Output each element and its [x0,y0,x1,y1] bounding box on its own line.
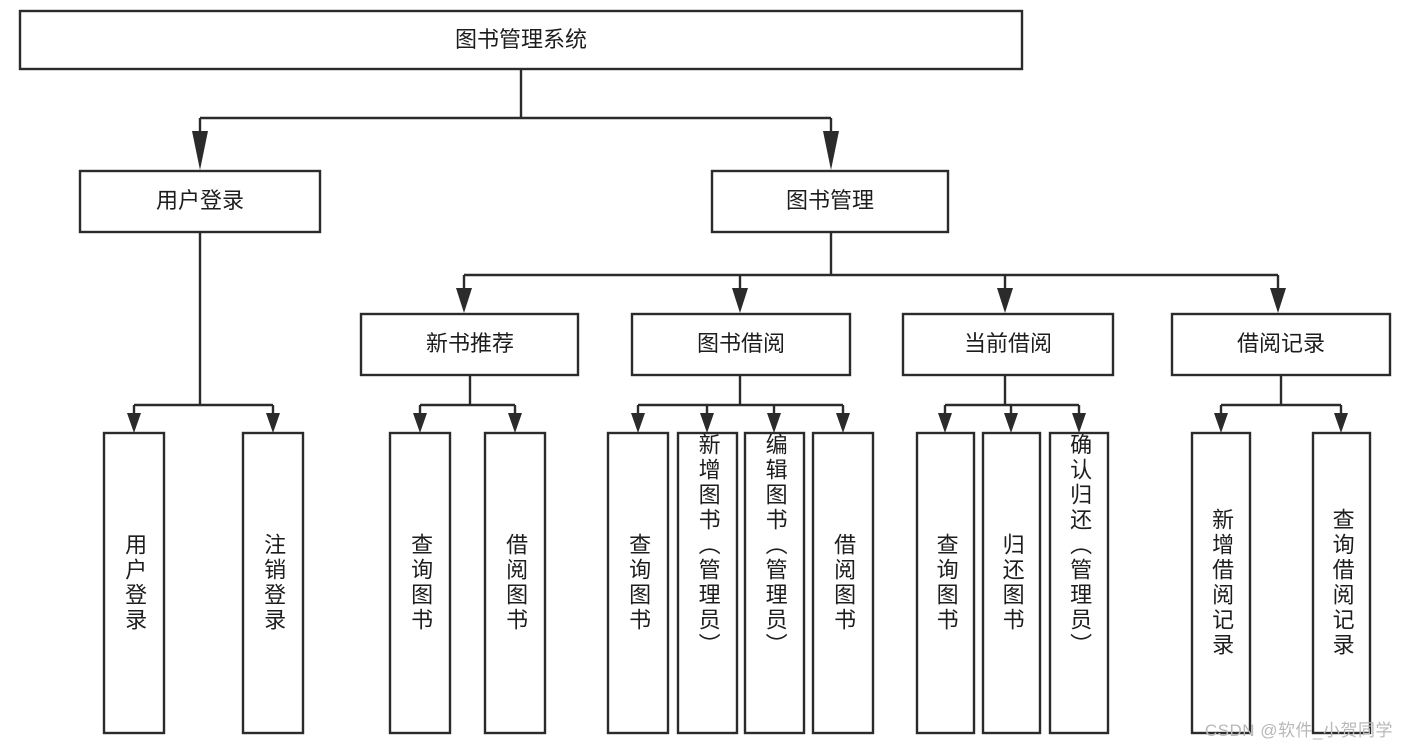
leaf-box-edit-book[interactable] [743,431,806,735]
arrow-head-leaf-query-book-3 [938,413,952,433]
arrow-head-leaf-user-login [127,413,141,433]
node-book-management[interactable]: 图书管理 [710,169,950,234]
node-root-system[interactable]: 图书管理系统 [18,9,1024,71]
connector-layer [127,69,1348,433]
arrow-head-leaf-add-book [700,413,714,433]
leaf-box-query-book-3[interactable] [915,431,976,735]
arrow-head-leaf-logout [266,413,280,433]
leaf-box-borrow-book-2[interactable] [811,431,875,735]
leaf-box-add-record[interactable] [1190,431,1252,735]
arrow-head-user-login [192,131,208,170]
leaf-box-user-login[interactable] [102,431,166,735]
arrow-head-leaf-query-book-1 [413,413,427,433]
arrow-head-leaf-borrow-book-1 [508,413,522,433]
node-borrow-record[interactable]: 借阅记录 [1170,312,1392,377]
arrow-head-new-book [456,288,472,313]
arrow-head-leaf-return-book [1004,413,1018,433]
node-user-login-label: 用户登录 [156,188,244,213]
node-book-borrow[interactable]: 图书借阅 [630,312,852,377]
leaf-box-logout[interactable] [241,431,305,735]
node-root-system-label: 图书管理系统 [455,27,587,52]
arrow-head-current-borrow [997,288,1013,313]
leaf-box-borrow-book-1[interactable] [483,431,547,735]
leaf-box-add-book[interactable] [676,431,739,735]
leaf-box-confirm-return[interactable] [1048,431,1110,735]
node-current-borrow[interactable]: 当前借阅 [901,312,1115,377]
node-book-borrow-label: 图书借阅 [697,331,785,356]
leaf-box-query-book-2[interactable] [606,431,670,735]
node-user-login[interactable]: 用户登录 [78,169,322,234]
arrow-head-leaf-add-record [1214,413,1228,433]
arrow-head-leaf-query-book-2 [631,413,645,433]
csdn-watermark: CSDN @软件_小贺同学 [1204,721,1393,740]
leaf-box-return-book[interactable] [981,431,1042,735]
node-current-borrow-label: 当前借阅 [964,331,1052,356]
arrow-head-book-mgmt [823,131,839,170]
node-borrow-record-label: 借阅记录 [1237,331,1325,356]
node-book-management-label: 图书管理 [786,188,874,213]
arrow-head-leaf-query-record [1334,413,1348,433]
node-new-book-recommend[interactable]: 新书推荐 [359,312,580,377]
node-new-book-recommend-label: 新书推荐 [426,331,514,356]
leaf-box-query-book-1[interactable] [388,431,452,735]
arrow-head-leaf-edit-book [767,413,781,433]
leaf-box-layer [102,431,1372,735]
leaf-box-query-record[interactable] [1311,431,1372,735]
arrow-head-book-borrow [732,288,748,313]
arrow-head-borrow-record [1270,288,1286,313]
arrow-head-leaf-borrow-book-2 [836,413,850,433]
arrow-head-leaf-confirm-return [1072,413,1086,433]
